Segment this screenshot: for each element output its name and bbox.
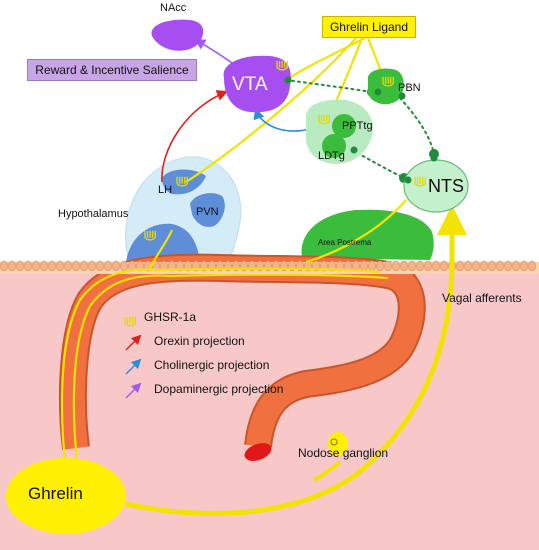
epithelial-cell: [472, 260, 480, 272]
synapse-dots: [284, 76, 438, 184]
nacc-label: NAcc: [160, 2, 187, 14]
epithelial-cell: [24, 260, 32, 272]
ligand-to-hypothalamus-path: [185, 37, 357, 183]
legend-cholinergic-label: Cholinergic projection: [154, 358, 270, 372]
epithelial-cell: [120, 260, 128, 272]
reward-label: Reward & Incentive Salience: [35, 63, 189, 77]
nodose-ganglion-body: [328, 432, 348, 456]
epithelial-cell: [400, 260, 408, 272]
epithelial-cell: [384, 260, 392, 272]
cholinergic-arrow: [253, 107, 313, 132]
epithelial-cell: [80, 260, 88, 272]
legend-orexin-arrow: [125, 334, 142, 351]
epithelial-cell: [32, 260, 40, 272]
nodose-branch-path: [313, 460, 342, 482]
ghrelin-to-nts-line: [305, 199, 407, 264]
pptg-nucleus: [332, 114, 356, 138]
epithelial-cell: [152, 260, 160, 272]
legend-arrows: [125, 334, 142, 399]
ghrelin-ligand-box: Ghrelin Ligand: [322, 16, 416, 38]
epithelial-cell: [8, 260, 16, 272]
pvn-nucleus: [190, 193, 225, 227]
pbn-label: PBN: [398, 82, 421, 94]
lh-label: LH: [158, 184, 173, 196]
pvn-label: PVN: [196, 206, 219, 218]
ldtg-label: LDTg: [318, 150, 345, 162]
epithelial-cell: [368, 260, 376, 272]
epithelial-cell: [104, 260, 112, 272]
dopaminergic-arrow: [194, 38, 237, 67]
legend: GHSR-1a Orexin projection Cholinergic pr…: [124, 310, 324, 400]
ghrelin-ligand-label: Ghrelin Ligand: [329, 20, 409, 34]
vta-region: [223, 55, 291, 113]
vagal-afferents-label: Vagal afferents: [442, 291, 522, 305]
ghrelin-source: [6, 458, 126, 534]
area-postrema: [301, 209, 434, 260]
orexin-arrow: [161, 90, 229, 183]
epithelial-cell: [528, 260, 536, 272]
epithelial-cell: [168, 260, 176, 272]
ghrelin-pathways: [60, 37, 407, 471]
legend-dopaminergic-label: Dopaminergic projection: [154, 382, 284, 396]
legend-dopaminergic-arrow: [125, 382, 142, 399]
ghrelin-label: Ghrelin: [28, 484, 83, 503]
epithelial-cell: [72, 260, 80, 272]
legend-cholinergic-arrow: [125, 358, 142, 375]
epithelial-cell: [504, 260, 512, 272]
epithelial-cell: [416, 260, 424, 272]
epithelial-cell: [360, 260, 368, 272]
epithelial-cell: [56, 260, 64, 272]
ligand-to-vta-path: [289, 37, 366, 79]
reward-box: Reward & Incentive Salience: [27, 59, 197, 81]
epithelial-cell: [392, 260, 400, 272]
area-postrema-label: Area Postrema: [318, 238, 372, 247]
epithelial-cell: [96, 260, 104, 272]
epithelial-cell: [136, 260, 144, 272]
epithelial-cell: [488, 260, 496, 272]
pbn-region: [367, 68, 404, 105]
pptg-label: PPTtg: [342, 120, 373, 132]
epithelial-cell: [48, 260, 56, 272]
epithelial-cell: [40, 260, 48, 272]
epithelial-cell: [520, 260, 528, 272]
epithelial-cell: [464, 260, 472, 272]
epithelial-cell: [0, 260, 8, 272]
hypothalamus-region: [125, 156, 242, 263]
nacc-region: [151, 19, 204, 51]
legend-orexin-label: Orexin projection: [154, 334, 245, 348]
epithelial-cell: [440, 260, 448, 272]
epithelial-cell: [16, 260, 24, 272]
ldtg-nucleus: [322, 134, 346, 158]
epithelial-cell: [456, 260, 464, 272]
epithelial-cell: [408, 260, 416, 272]
epithelial-cell: [512, 260, 520, 272]
epithelial-cell: [112, 260, 120, 272]
vta-label: VTA: [232, 74, 268, 95]
legend-ghsr-label: GHSR-1a: [144, 310, 197, 324]
epithelial-cell: [336, 260, 344, 272]
epithelial-cell: [480, 260, 488, 272]
nodose-ganglion-label: Nodose ganglion: [298, 446, 389, 460]
epithelial-cell: [424, 260, 432, 272]
epithelial-cell: [64, 260, 72, 272]
nts-label: NTS: [428, 176, 464, 196]
epithelial-cell: [496, 260, 504, 272]
epithelial-cell: [432, 260, 440, 272]
intestine-opening: [244, 443, 272, 461]
nodose-ganglion-nucleus: [330, 438, 338, 446]
hypothalamus-label: Hypothalamus: [58, 208, 129, 220]
epithelial-cell: [88, 260, 96, 272]
ghrelin-to-hypothalamus-path: [149, 229, 174, 269]
vagal-afferent-path: [125, 205, 467, 516]
epithelial-cell: [376, 260, 384, 272]
